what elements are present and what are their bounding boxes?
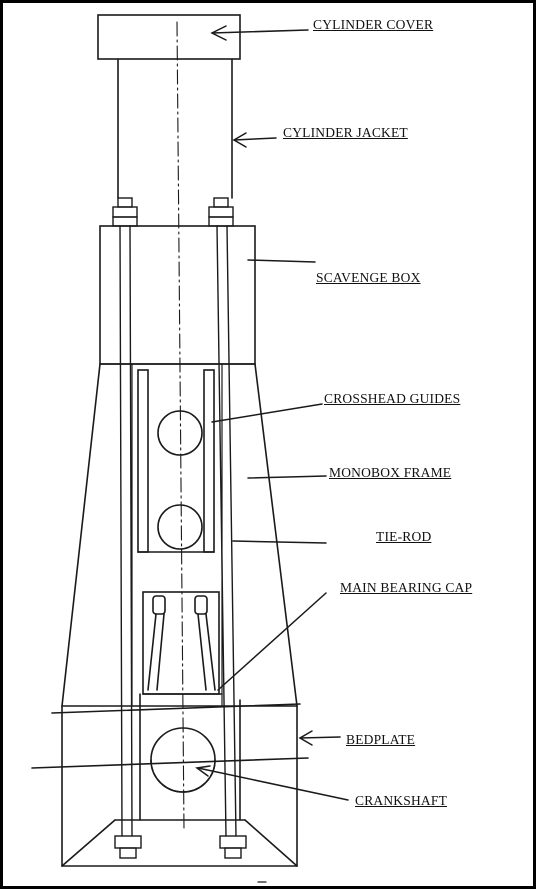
crosshead-guides xyxy=(137,369,215,553)
cylinder-jacket xyxy=(117,58,233,199)
crosshead-upper-circle xyxy=(157,410,203,456)
tie-rod-bottom-nuts xyxy=(114,835,247,859)
scavenge-box xyxy=(99,225,256,365)
bedplate xyxy=(31,693,309,867)
centre-line xyxy=(176,21,185,831)
crankshaft xyxy=(150,727,216,793)
cylinder-cover xyxy=(97,14,241,60)
label-cylinder-cover: CYLINDER COVER xyxy=(313,17,434,32)
tie-rod-top-nuts xyxy=(112,197,234,227)
label-crankshaft: CRANKSHAFT xyxy=(355,793,448,808)
label-tie-rod: TIE-ROD xyxy=(376,529,432,544)
main-bearing-cap xyxy=(142,591,223,695)
label-bedplate: BEDPLATE xyxy=(346,732,416,747)
monobox-frame xyxy=(61,363,298,707)
label-scavenge-box: SCAVENGE BOX xyxy=(316,270,421,285)
crosshead-lower-circle xyxy=(157,504,203,550)
label-crosshead-guides: CROSSHEAD GUIDES xyxy=(324,391,461,406)
label-main-bearing-cap: MAIN BEARING CAP xyxy=(340,580,473,595)
leader-lines xyxy=(195,25,349,801)
label-cylinder-jacket: CYLINDER JACKET xyxy=(283,125,408,140)
label-monobox-frame: MONOBOX FRAME xyxy=(329,465,452,480)
tie-rods xyxy=(119,225,237,837)
